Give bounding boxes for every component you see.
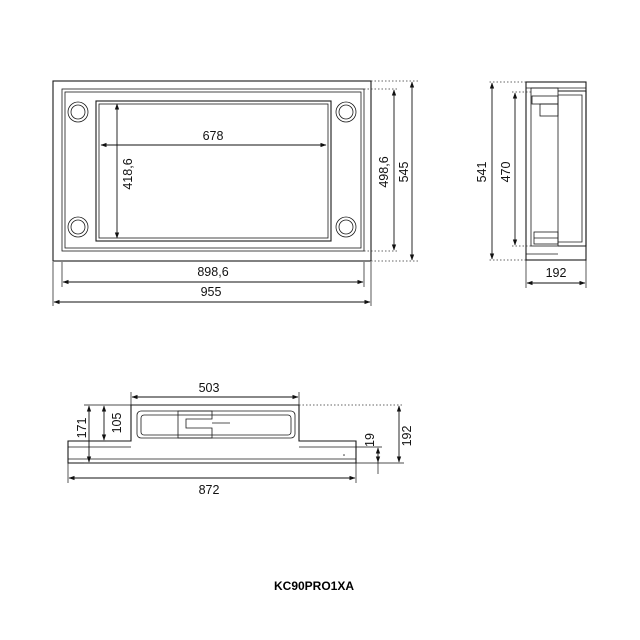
dim-section-height-left: 171 (75, 418, 89, 439)
dim-section-overall-height: 192 (400, 426, 414, 447)
dim-cutout-width: 898,6 (197, 265, 228, 279)
front-view: 678 418,6 898,6 955 498,6 545 (52, 80, 418, 306)
dim-section-lip-height: 19 (363, 433, 377, 447)
dim-side-depth: 192 (546, 266, 567, 280)
side-view: 541 470 192 (475, 81, 587, 288)
dim-overall-width: 955 (201, 285, 222, 299)
dim-cutout-height: 498,6 (377, 156, 391, 187)
dim-side-overall-height: 541 (475, 162, 489, 183)
dim-section-overall-width: 872 (199, 483, 220, 497)
model-label: KC90PRO1XA (274, 579, 354, 593)
section-view: 503 872 171 105 19 192 (67, 381, 414, 497)
dim-overall-height: 545 (397, 162, 411, 183)
mounting-hole-top-left (67, 101, 89, 123)
dim-section-height-inner: 105 (110, 413, 124, 434)
mounting-hole-bottom-right (335, 216, 357, 238)
mounting-hole-top-right (335, 101, 357, 123)
mounting-hole-bottom-left (67, 216, 89, 238)
dim-inner-height: 418,6 (121, 158, 135, 189)
dim-inner-width: 678 (203, 129, 224, 143)
dim-side-inner-height: 470 (499, 162, 513, 183)
dim-section-top-width: 503 (199, 381, 220, 395)
